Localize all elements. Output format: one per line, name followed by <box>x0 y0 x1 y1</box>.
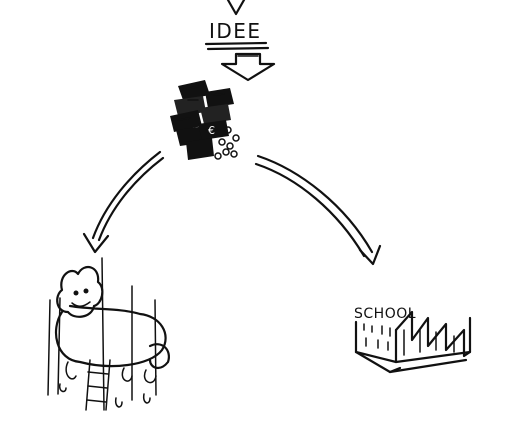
top-chevron-icon <box>228 0 244 14</box>
sheep-farm-icon <box>48 258 169 410</box>
svg-text:€: € <box>208 124 215 137</box>
money-stack-icon: € <box>170 80 239 160</box>
idea-underline <box>206 43 266 44</box>
school-label: SCHOOL <box>354 306 416 322</box>
left-curved-arrow <box>84 152 163 252</box>
factory-school-icon: SCHOOL <box>354 306 470 372</box>
right-curved-arrow <box>256 156 380 264</box>
down-arrow-icon <box>222 54 274 80</box>
idea-label: IDEE <box>209 19 262 43</box>
idea-underline-2 <box>208 48 268 49</box>
